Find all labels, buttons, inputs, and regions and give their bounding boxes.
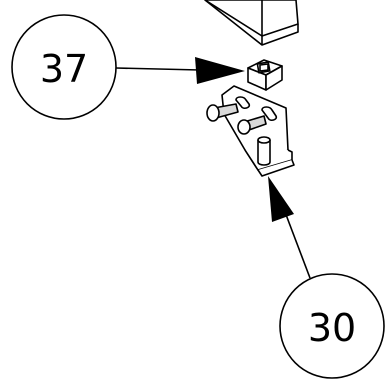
square-nut: [247, 59, 283, 91]
screw-left: [206, 103, 239, 122]
callout-37-label: 37: [40, 47, 88, 91]
leader-37: [115, 57, 245, 84]
arrowhead-30: [268, 176, 294, 222]
callout-37: 37: [11, 14, 117, 120]
leader-30: [268, 176, 311, 279]
upper-panel-fragment: [204, 0, 299, 46]
screw-right: [237, 115, 267, 135]
callout-37-circle: [11, 14, 117, 120]
callout-30: 30: [279, 273, 385, 379]
mounting-bracket: [221, 85, 295, 177]
arrowhead-37: [195, 57, 245, 84]
callout-30-label: 30: [308, 306, 356, 350]
callout-30-circle: [279, 273, 385, 379]
